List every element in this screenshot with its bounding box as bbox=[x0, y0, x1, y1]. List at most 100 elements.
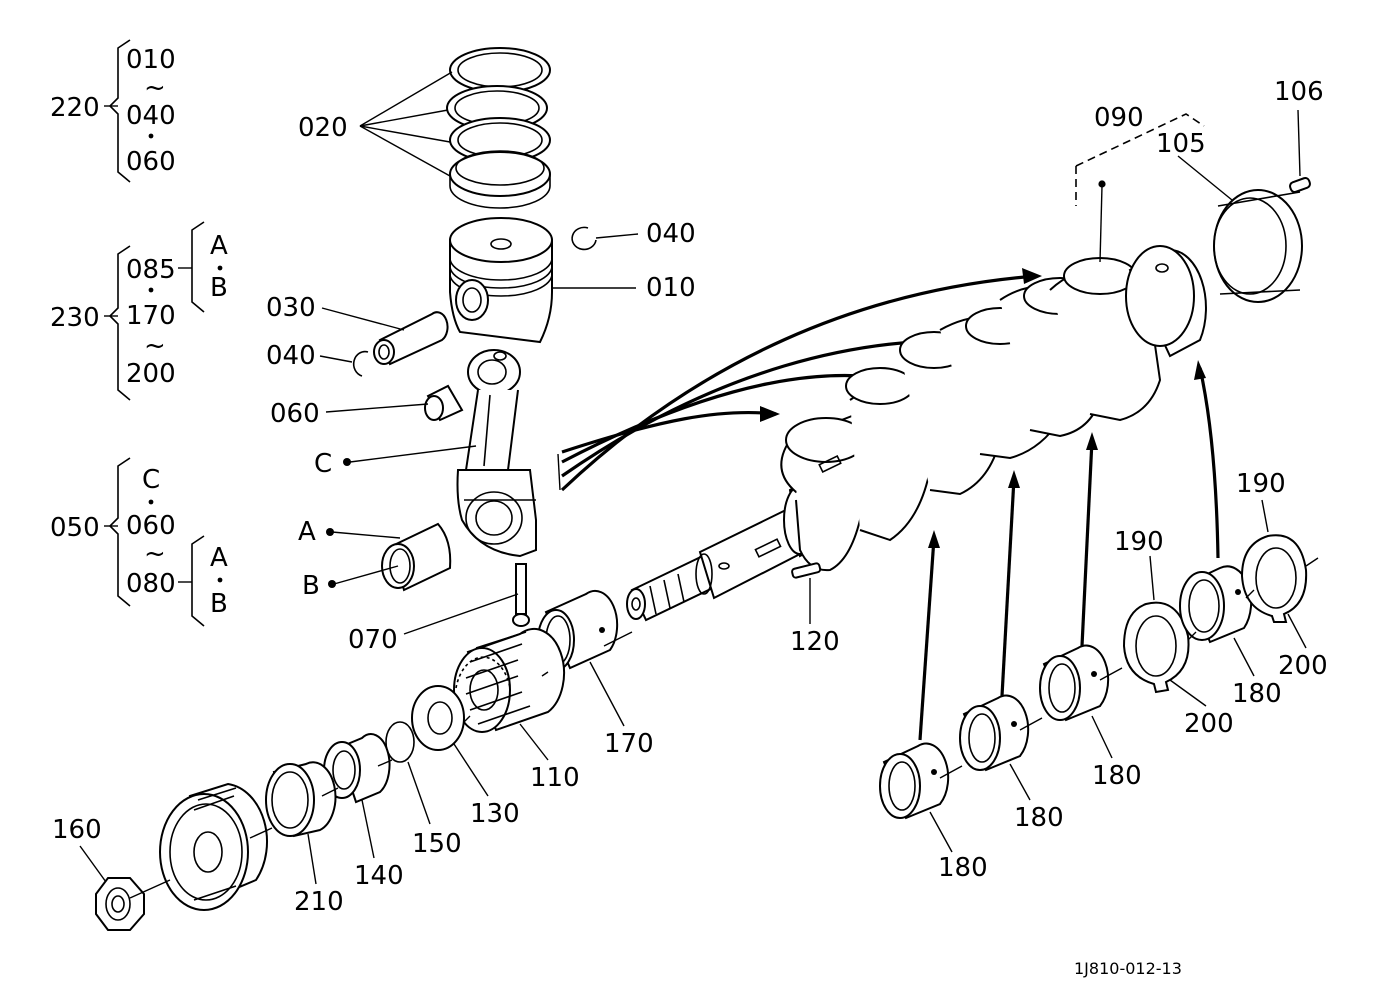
label-190: 190 bbox=[1114, 527, 1164, 557]
main-bearing-180-3 bbox=[1039, 644, 1110, 722]
connecting-rod bbox=[456, 349, 537, 558]
label-040: 040 bbox=[126, 101, 176, 131]
rod-bolt bbox=[512, 563, 530, 627]
label-C: C bbox=[142, 465, 160, 495]
leader-C bbox=[349, 445, 477, 463]
label-220: 220 bbox=[50, 93, 100, 123]
arrow-180-1 bbox=[918, 537, 936, 741]
label-130: 130 bbox=[470, 799, 520, 829]
leader-110 bbox=[519, 723, 549, 761]
piston bbox=[449, 217, 553, 344]
dowel-pin-106 bbox=[1289, 177, 1311, 193]
leader-180-3 bbox=[1091, 715, 1113, 759]
arrow-180-4 bbox=[1198, 367, 1220, 559]
leader-180-4 bbox=[1233, 637, 1255, 677]
label-080: 080 bbox=[126, 569, 176, 599]
label-090: 090 bbox=[1094, 103, 1144, 133]
label-200: 200 bbox=[126, 359, 176, 389]
label-B: B bbox=[210, 589, 228, 619]
leader-040-bottom bbox=[319, 355, 353, 363]
arrow-180-2 bbox=[1000, 477, 1016, 697]
washer-130 bbox=[411, 685, 465, 751]
leader-180-2 bbox=[1009, 763, 1031, 801]
label-040: 040 bbox=[646, 219, 696, 249]
leader-A bbox=[331, 531, 401, 539]
bushing-060 bbox=[424, 384, 464, 422]
o-ring-150 bbox=[385, 721, 415, 763]
label-210: 210 bbox=[294, 887, 344, 917]
label-010: 010 bbox=[126, 45, 176, 75]
leader-150 bbox=[407, 761, 431, 825]
label-190: 190 bbox=[1236, 469, 1286, 499]
label-050: 050 bbox=[50, 513, 100, 543]
label-180: 180 bbox=[1232, 679, 1282, 709]
crank-nut-160 bbox=[95, 877, 145, 931]
label-110: 110 bbox=[530, 763, 580, 793]
label-200: 200 bbox=[1278, 651, 1328, 681]
label-170: 170 bbox=[126, 301, 176, 331]
piston-rings bbox=[446, 47, 551, 209]
label-170: 170 bbox=[604, 729, 654, 759]
leader-190-inner bbox=[1149, 555, 1155, 601]
leader-030 bbox=[321, 307, 405, 331]
main-bearing-180-4 bbox=[1179, 565, 1253, 644]
label-120: 120 bbox=[790, 627, 840, 657]
label-140: 140 bbox=[354, 861, 404, 891]
label-150: 150 bbox=[412, 829, 462, 859]
label-A: A bbox=[210, 231, 228, 261]
thrust-washer-190-inner bbox=[1122, 601, 1190, 694]
thrust-washer-190-outer bbox=[1240, 534, 1308, 623]
label-085: 085 bbox=[126, 255, 176, 285]
label-230: 230 bbox=[50, 303, 100, 333]
piston-pin bbox=[373, 311, 449, 366]
label-180: 180 bbox=[1014, 803, 1064, 833]
crankshaft bbox=[626, 245, 1207, 622]
label-060: 060 bbox=[270, 399, 320, 429]
leader-200-outer bbox=[1287, 613, 1307, 649]
label-180: 180 bbox=[938, 853, 988, 883]
leader-106 bbox=[1297, 109, 1301, 177]
crank-gear-110 bbox=[453, 627, 566, 733]
tilde: ~ bbox=[144, 73, 166, 103]
leader-190-outer bbox=[1261, 499, 1269, 533]
figure-code: 1J810-012-13 bbox=[1074, 959, 1182, 978]
centerline bbox=[129, 631, 633, 899]
leader-140 bbox=[361, 799, 375, 859]
leader-105 bbox=[1177, 155, 1233, 201]
group-220-legend: 010 ~ 040 060 220 bbox=[50, 39, 176, 183]
label-B: B bbox=[302, 571, 320, 601]
main-bearing-180-1 bbox=[879, 742, 950, 820]
snap-ring-top bbox=[571, 226, 597, 251]
assembly-bracket-090 bbox=[1075, 113, 1205, 263]
label-105: 105 bbox=[1156, 129, 1206, 159]
oil-seal-210 bbox=[265, 761, 337, 838]
label-010: 010 bbox=[646, 273, 696, 303]
label-030: 030 bbox=[266, 293, 316, 323]
leader-210 bbox=[307, 833, 317, 885]
snap-ring-bottom bbox=[352, 350, 369, 377]
label-180: 180 bbox=[1092, 761, 1142, 791]
label-070: 070 bbox=[348, 625, 398, 655]
big-end-bearing bbox=[381, 522, 452, 592]
label-060: 060 bbox=[126, 511, 176, 541]
tilde: ~ bbox=[144, 539, 166, 569]
label-060: 060 bbox=[126, 147, 176, 177]
leader-040-top bbox=[595, 233, 639, 239]
label-A: A bbox=[210, 543, 228, 573]
label-040: 040 bbox=[266, 341, 316, 371]
label-C: C bbox=[314, 449, 332, 479]
label-106: 106 bbox=[1274, 77, 1324, 107]
crank-pulley bbox=[159, 782, 268, 911]
leader-200-inner bbox=[1169, 679, 1207, 707]
leader-130 bbox=[453, 743, 489, 797]
group-050-legend: C 060 ~ 080 A B 050 bbox=[50, 457, 228, 627]
oil-seal-105 bbox=[1213, 189, 1303, 303]
label-020: 020 bbox=[298, 113, 348, 143]
label-B: B bbox=[210, 273, 228, 303]
leader-180-1 bbox=[929, 811, 953, 853]
group-230-legend: 085 A B 170 ~ 200 230 bbox=[50, 221, 228, 401]
tilde: ~ bbox=[144, 331, 166, 361]
leader-020 bbox=[359, 71, 453, 177]
leader-160 bbox=[79, 845, 107, 883]
